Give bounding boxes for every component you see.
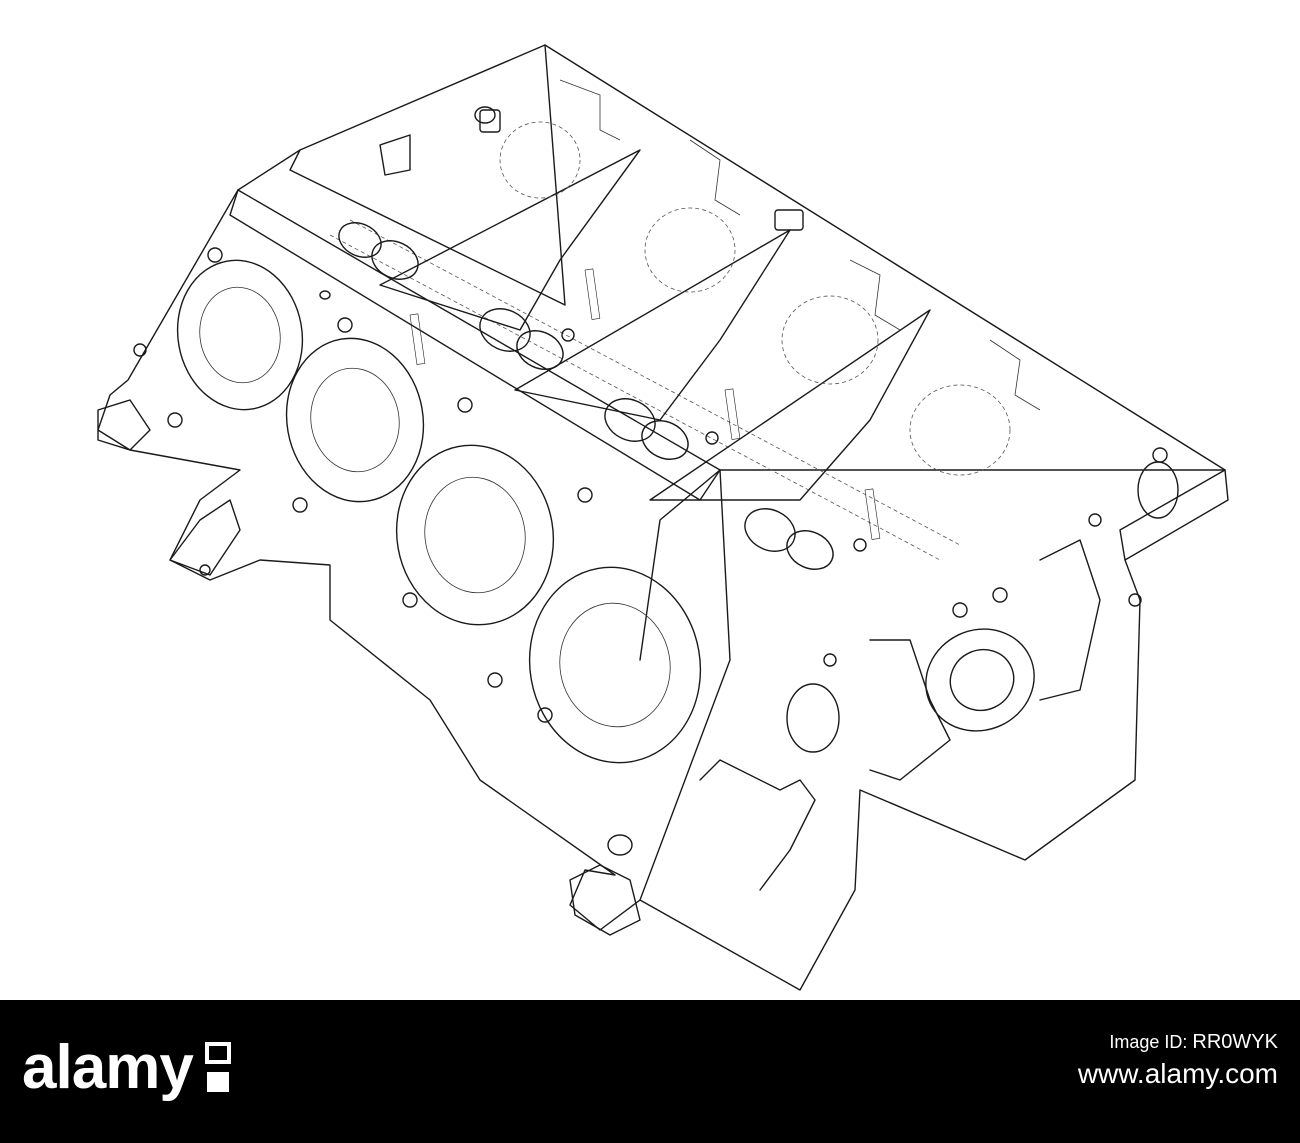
alamy-logo: alamy xyxy=(22,1037,233,1099)
cylinder-bores-left-bank xyxy=(176,259,702,764)
crankshaft-internals xyxy=(329,149,961,570)
image-id-line: Image ID: RR0WYK xyxy=(1078,1030,1278,1054)
cylinder-bore-4 xyxy=(528,566,702,764)
image-id-label: Image ID: xyxy=(1109,1032,1188,1052)
watermark-bar xyxy=(0,1000,1300,1143)
cylinder-bore-2 xyxy=(285,337,425,503)
site-url: www.alamy.com xyxy=(1077,1058,1278,1089)
alamy-mark-icon xyxy=(204,1042,231,1092)
right-bank-internals xyxy=(379,79,1041,476)
mounting-brackets xyxy=(97,106,641,936)
engine-block-drawing xyxy=(97,44,1229,991)
bolt-holes xyxy=(133,247,1168,723)
block-outline xyxy=(97,44,1229,991)
logo-text: alamy xyxy=(22,1033,194,1102)
engine-block-svg xyxy=(97,44,1229,991)
image-info: Image ID: RR0WYK www.alamy.com xyxy=(1078,1030,1278,1094)
cylinder-bore-1 xyxy=(176,259,304,411)
image-id-value: RR0WYK xyxy=(1192,1031,1278,1053)
front-timing-face xyxy=(699,461,1179,891)
cylinder-bore-3 xyxy=(395,444,555,626)
